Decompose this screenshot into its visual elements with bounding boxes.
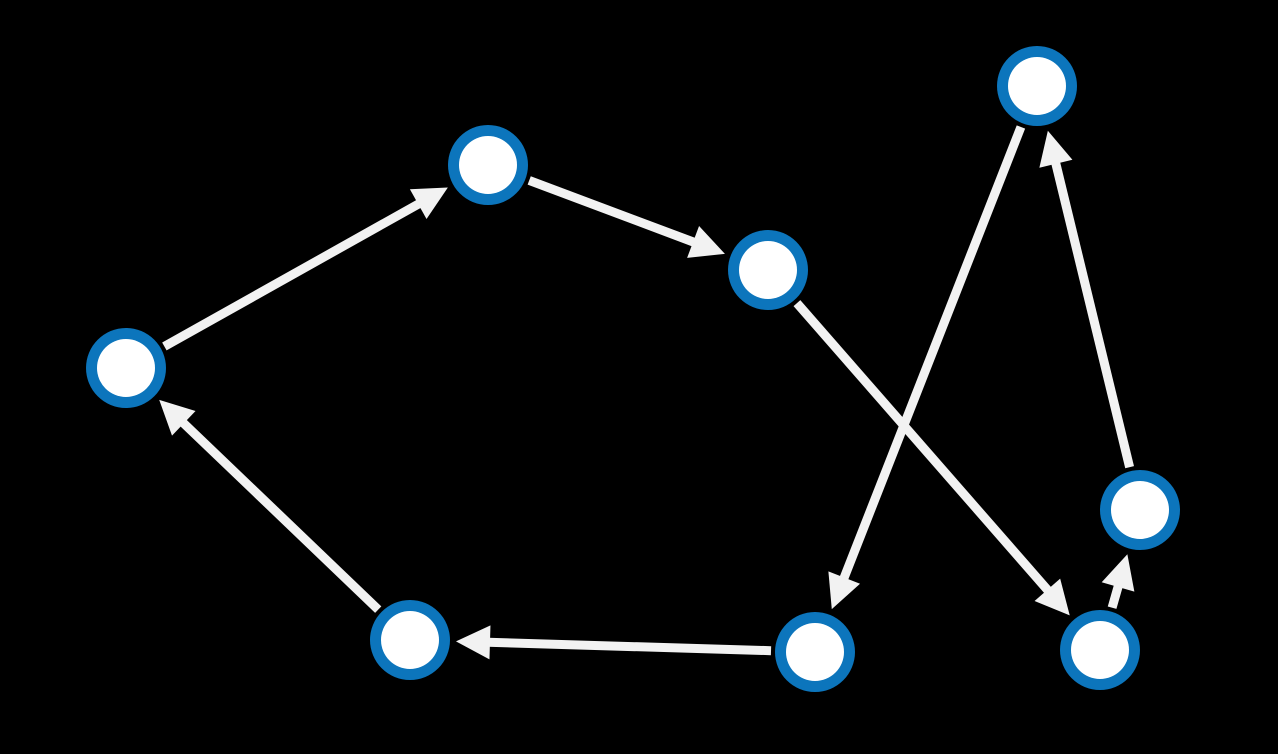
- edge-bottom-mid-to-bottom-left[interactable]: [455, 625, 772, 660]
- edge-bottom-right-to-right-mid[interactable]: [1101, 554, 1135, 609]
- edge-top-left-to-top-mid-arrowhead-icon: [687, 225, 725, 258]
- edge-bottom-mid-to-bottom-left-arrowhead-icon: [455, 625, 491, 660]
- node-top-right[interactable]: [997, 46, 1077, 126]
- edge-top-right-to-bottom-mid[interactable]: [828, 125, 1026, 610]
- edge-layer: [159, 125, 1135, 660]
- node-right-mid-core: [1111, 481, 1169, 539]
- node-top-left[interactable]: [448, 125, 528, 205]
- edge-top-left-to-top-mid-shaft: [527, 176, 697, 247]
- edge-right-mid-to-top-right-shaft: [1051, 160, 1134, 469]
- edge-top-mid-to-bottom-right-arrowhead-icon: [1034, 578, 1070, 616]
- node-bottom-right-core: [1071, 621, 1129, 679]
- edge-top-right-to-bottom-mid-shaft: [839, 125, 1026, 582]
- node-right-mid[interactable]: [1100, 470, 1180, 550]
- edge-bottom-left-to-left-shaft: [179, 418, 382, 613]
- edge-bottom-left-to-left[interactable]: [159, 399, 382, 613]
- node-bottom-left[interactable]: [370, 600, 450, 680]
- edge-right-mid-to-top-right[interactable]: [1039, 130, 1134, 469]
- node-bottom-mid-core: [786, 623, 844, 681]
- edge-left-to-top-left-shaft: [162, 199, 423, 351]
- edge-bottom-right-to-right-mid-arrowhead-icon: [1101, 554, 1135, 592]
- edge-top-left-to-top-mid[interactable]: [527, 176, 725, 258]
- node-top-mid-core: [739, 241, 797, 299]
- edge-left-to-top-left[interactable]: [162, 187, 448, 351]
- edge-top-mid-to-bottom-right[interactable]: [793, 300, 1070, 616]
- edge-bottom-right-to-right-mid-shaft: [1107, 583, 1123, 609]
- node-left[interactable]: [86, 328, 166, 408]
- node-bottom-mid[interactable]: [775, 612, 855, 692]
- node-top-mid[interactable]: [728, 230, 808, 310]
- edge-bottom-mid-to-bottom-left-shaft: [487, 637, 772, 656]
- edge-top-right-to-bottom-mid-arrowhead-icon: [828, 571, 861, 610]
- node-layer: [86, 46, 1180, 692]
- edge-right-mid-to-top-right-arrowhead-icon: [1039, 130, 1073, 168]
- edge-left-to-top-left-arrowhead-icon: [409, 187, 448, 219]
- node-bottom-left-core: [381, 611, 439, 669]
- edge-top-mid-to-bottom-right-shaft: [793, 300, 1053, 595]
- node-top-right-core: [1008, 57, 1066, 115]
- node-top-left-core: [459, 136, 517, 194]
- edge-bottom-left-to-left-arrowhead-icon: [159, 399, 196, 436]
- node-bottom-right[interactable]: [1060, 610, 1140, 690]
- node-left-core: [97, 339, 155, 397]
